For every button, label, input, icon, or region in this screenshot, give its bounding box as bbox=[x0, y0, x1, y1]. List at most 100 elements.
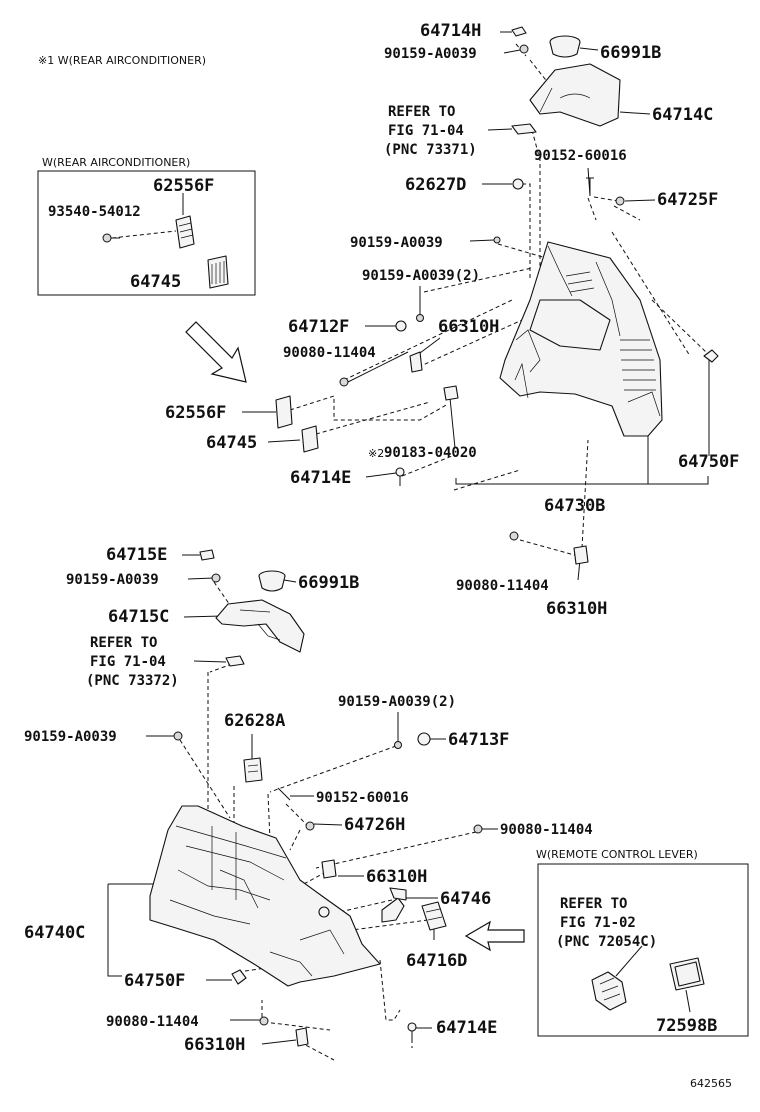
label-64740C: 64740C bbox=[24, 923, 85, 943]
clip-66310H-upper-part bbox=[409, 351, 423, 373]
label-64750F-lower: 64750F bbox=[124, 971, 185, 991]
label-90080-upper: 90080-11404 bbox=[283, 345, 376, 361]
label-90159-mid: 90159-A0039 bbox=[350, 235, 443, 251]
trim-panel-64740C-part bbox=[149, 805, 381, 987]
label-64715E: 64715E bbox=[106, 545, 167, 565]
label-64714H: 64714H bbox=[420, 21, 481, 41]
inset-left-title: W(REAR AIRCONDITIONER) bbox=[42, 156, 190, 169]
ref-upper-line1: REFER TO bbox=[388, 104, 455, 120]
inset-right-title: W(REMOTE CONTROL LEVER) bbox=[536, 848, 698, 861]
clip-90080-upper-part bbox=[339, 377, 349, 387]
label-64725F: 64725F bbox=[657, 190, 718, 210]
label-90080-lower-l: 90080-11404 bbox=[106, 1014, 199, 1030]
label-inset-64745: 64745 bbox=[130, 272, 181, 292]
label-64746: 64746 bbox=[440, 889, 491, 909]
cap-64713F-part bbox=[417, 732, 431, 746]
cup-holder-66991B-lower-part bbox=[258, 570, 286, 592]
clip-90159-2-mid-part bbox=[416, 314, 424, 322]
clip-64726H-part bbox=[305, 821, 315, 831]
clip-ref-lower-part bbox=[225, 655, 245, 667]
clip-90080-lower-l-part bbox=[259, 1016, 269, 1026]
label-64745-main: 64745 bbox=[206, 433, 257, 453]
clip-64750F-upper-part bbox=[703, 349, 719, 363]
clip-64714E-lower-part bbox=[407, 1022, 417, 1040]
clip-93540-part bbox=[102, 233, 120, 243]
grille-64745-inset-part bbox=[207, 255, 229, 289]
label-66991B-lower: 66991B bbox=[298, 573, 359, 593]
cover-62556F-main-part bbox=[275, 395, 293, 429]
clip-90159-2-lower-part bbox=[394, 741, 402, 749]
ref-inset-line1: REFER TO bbox=[560, 896, 627, 912]
cap-62627D-part bbox=[512, 178, 524, 190]
label-62628A: 62628A bbox=[224, 711, 285, 731]
clip-66310H-lower-r-part bbox=[321, 859, 337, 879]
ref-lower-line1: REFER TO bbox=[90, 635, 157, 651]
label-64714E-lower: 64714E bbox=[436, 1018, 497, 1038]
inset-left-box bbox=[37, 170, 256, 296]
clip-90183-part bbox=[443, 385, 459, 401]
label-64716D: 64716D bbox=[406, 951, 467, 971]
ref-inset-line3: (PNC 72054C) bbox=[556, 934, 657, 950]
bracket-64716D-part bbox=[421, 901, 447, 931]
clip-64750F-lower-part bbox=[231, 969, 247, 985]
top-note: ※1 W(REAR AIRCONDITIONER) bbox=[38, 54, 206, 67]
label-inset-72598B: 72598B bbox=[656, 1016, 717, 1036]
clip-64725F-part bbox=[615, 196, 625, 206]
label-90159-2-mid: 90159-A0039(2) bbox=[362, 268, 480, 284]
inset-right-box bbox=[537, 863, 749, 1037]
clip-90159-lower2-part bbox=[173, 731, 183, 741]
label-90159-lower2: 90159-A0039 bbox=[24, 729, 117, 745]
screw-90152-top-part bbox=[586, 177, 594, 196]
ref-lower-line3: (PNC 73372) bbox=[86, 673, 179, 689]
cover-72598B-part bbox=[669, 957, 705, 991]
direction-arrow-upper bbox=[185, 321, 247, 383]
label-64714E-upper: 64714E bbox=[290, 468, 351, 488]
screw-90152-lower-part bbox=[277, 787, 291, 801]
label-90183: 90183-04020 bbox=[384, 445, 477, 461]
clip-90159-top-part bbox=[519, 44, 529, 54]
label-inset-62556F: 62556F bbox=[153, 176, 214, 196]
label-64713F: 64713F bbox=[448, 730, 509, 750]
mark-2: ※2 bbox=[368, 447, 384, 460]
cup-holder-66991B-top-part bbox=[549, 35, 581, 58]
label-64730B: 64730B bbox=[544, 496, 605, 516]
label-66310H-lower-l: 66310H bbox=[184, 1035, 245, 1055]
bracket-64746-part bbox=[381, 887, 407, 923]
cover-64715C-part bbox=[215, 599, 305, 653]
trim-panel-64730B-part bbox=[499, 241, 663, 437]
label-90159-lower1: 90159-A0039 bbox=[66, 572, 159, 588]
label-64712F: 64712F bbox=[288, 317, 349, 337]
label-90080-lower-r: 90080-11404 bbox=[500, 822, 593, 838]
clip-66310H-mid-part bbox=[573, 545, 589, 565]
label-90152-lower: 90152-60016 bbox=[316, 790, 409, 806]
label-90159-2-lower: 90159-A0039(2) bbox=[338, 694, 456, 710]
clip-ref-upper-part bbox=[511, 123, 537, 135]
cover-62556F-inset-part bbox=[175, 215, 195, 249]
label-inset-93540: 93540-54012 bbox=[48, 204, 141, 220]
ref-upper-line2: FIG 71-04 bbox=[388, 123, 464, 139]
label-64714C: 64714C bbox=[652, 105, 713, 125]
clip-64715E-part bbox=[199, 549, 215, 561]
label-62627D: 62627D bbox=[405, 175, 466, 195]
grille-64745-main-part bbox=[301, 425, 319, 453]
label-62556F-main: 62556F bbox=[165, 403, 226, 423]
label-90159-top: 90159-A0039 bbox=[384, 46, 477, 62]
label-66310H-mid: 66310H bbox=[546, 599, 607, 619]
label-90080-mid: 90080-11404 bbox=[456, 578, 549, 594]
direction-arrow-lower bbox=[464, 920, 525, 952]
clip-90159-mid-part bbox=[493, 236, 501, 244]
ref-inset-line2: FIG 71-02 bbox=[560, 915, 636, 931]
ref-lower-line2: FIG 71-04 bbox=[90, 654, 166, 670]
label-66310H-lower-r: 66310H bbox=[366, 867, 427, 887]
label-66310H-upper: 66310H bbox=[438, 317, 499, 337]
clip-64714E-upper-part bbox=[395, 467, 405, 486]
bracket-62628A-part bbox=[243, 757, 263, 783]
clip-90159-lower1-part bbox=[211, 573, 221, 583]
clip-64714H-part bbox=[511, 26, 527, 37]
label-66991B-top: 66991B bbox=[600, 43, 661, 63]
remote-lever-part bbox=[591, 971, 627, 1011]
ref-upper-line3: (PNC 73371) bbox=[384, 142, 477, 158]
clip-90080-lower-r-part bbox=[473, 824, 483, 834]
cover-64714C-part bbox=[529, 63, 621, 127]
